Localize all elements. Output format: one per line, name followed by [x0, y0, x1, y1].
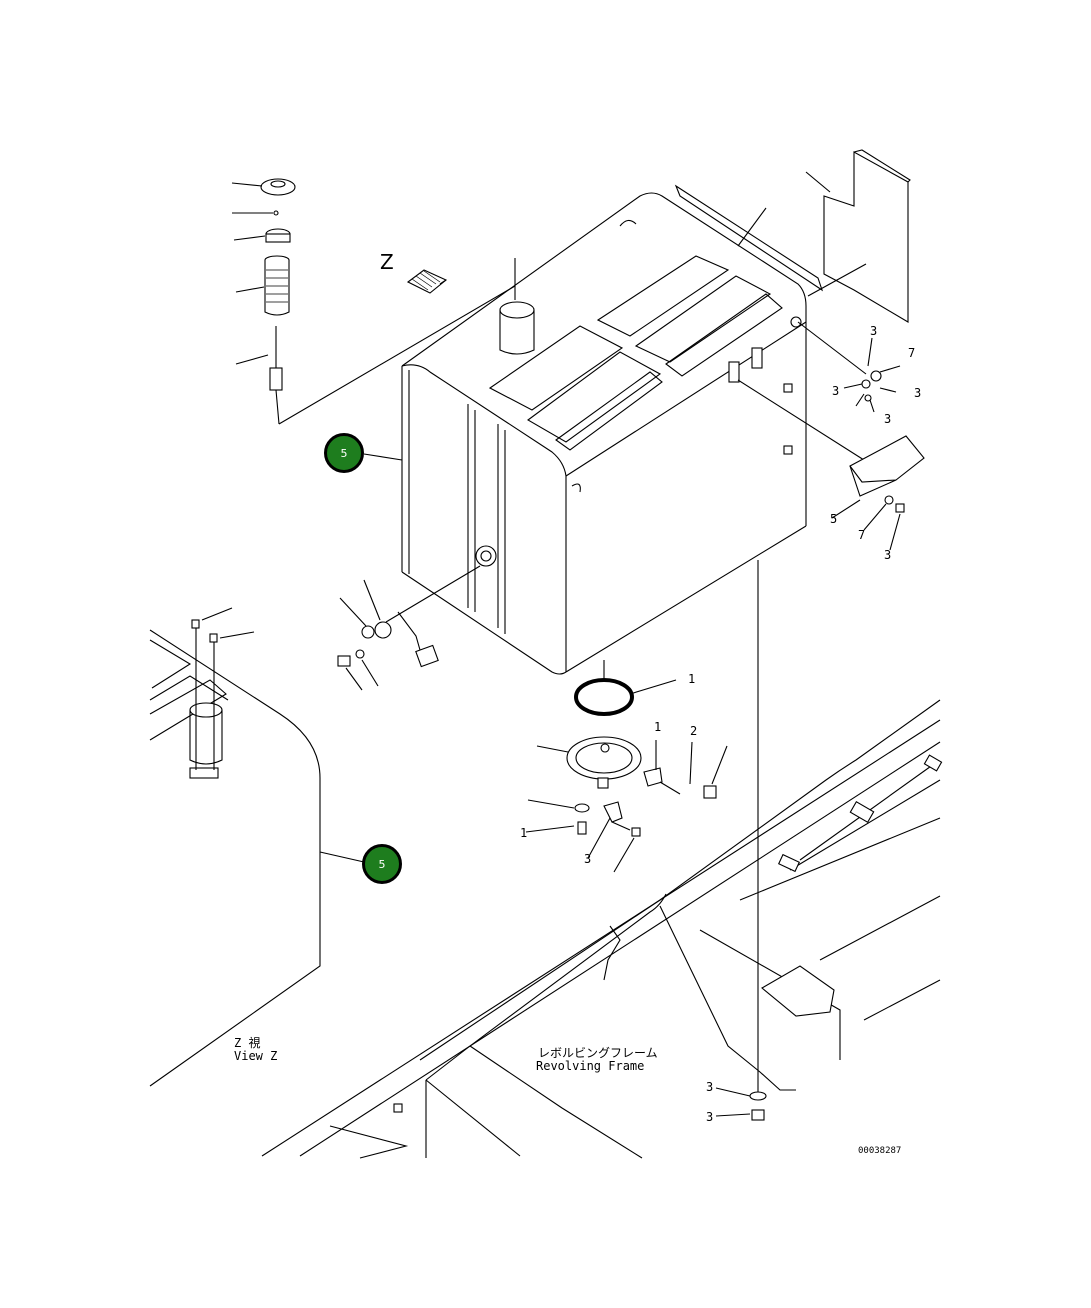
callout-5-inset[interactable]: 5: [362, 844, 402, 884]
document-id: 00038287: [858, 1146, 902, 1156]
ref-label: 3: [584, 852, 592, 866]
ref-label: 1: [654, 720, 662, 734]
frame-label-en: Revolving Frame: [536, 1059, 645, 1073]
view-z-arrow: [406, 269, 448, 294]
ref-label: 3: [884, 548, 892, 562]
side-fittings: [797, 321, 901, 413]
mount-bracket: [737, 379, 925, 551]
bottom-cover-parts: [525, 678, 728, 873]
fuel-tank: [401, 192, 807, 680]
ref-label: 3: [832, 384, 840, 398]
ref-label: 1: [520, 826, 528, 840]
view-z-inset: [149, 607, 321, 1087]
view-label-jp: Z 視: [234, 1036, 261, 1050]
callout-5-tank[interactable]: 5: [324, 433, 364, 473]
ref-label: 7: [908, 346, 916, 360]
cover-panel: [805, 149, 911, 323]
ref-label: 2: [690, 724, 698, 738]
view-label-en: View Z: [234, 1049, 278, 1063]
filler-cap-assembly: [231, 178, 516, 425]
frame-label-jp: レボルビングフレーム: [538, 1046, 658, 1060]
top-rail: [674, 184, 824, 292]
callout-number: 5: [340, 446, 348, 460]
ref-label: 3: [706, 1110, 714, 1124]
ref-label: 5: [830, 512, 838, 526]
revolving-frame: [261, 699, 943, 1159]
ref-label: 1: [688, 672, 696, 686]
ref-label: 3: [884, 412, 892, 426]
callout-number: 5: [378, 857, 386, 871]
mounting-bolt: [715, 560, 767, 1121]
ref-label: 3: [706, 1080, 714, 1094]
ref-label: 3: [870, 324, 878, 338]
view-direction-letter: Z: [380, 250, 394, 274]
level-gauge: [337, 565, 481, 691]
ref-label: 3: [914, 386, 922, 400]
ref-label: 7: [858, 528, 866, 542]
